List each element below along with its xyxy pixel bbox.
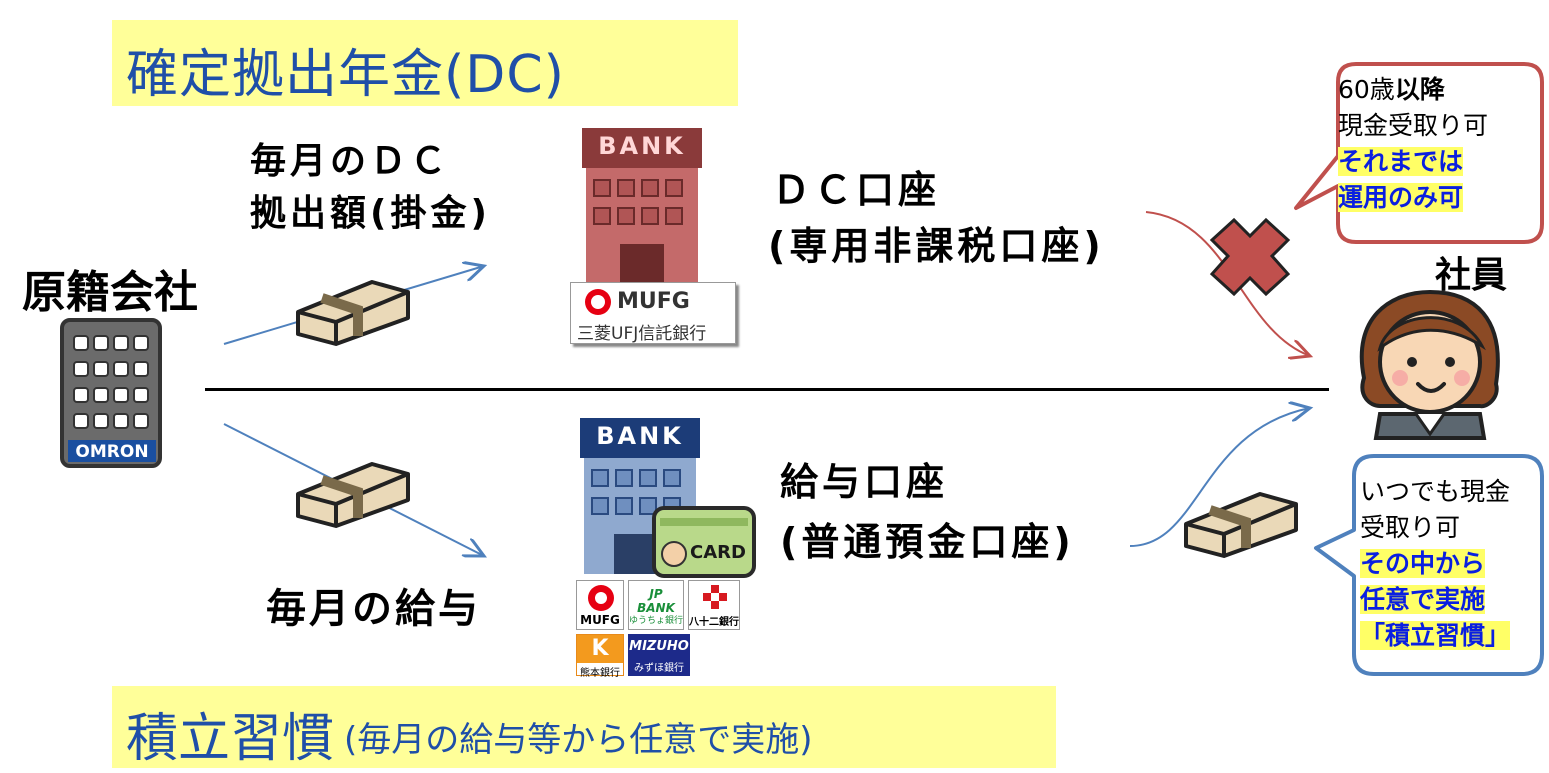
bank-logo-hachijuni: 八十二銀行 bbox=[688, 580, 740, 630]
bank-logo-mufg: MUFG bbox=[576, 580, 624, 630]
cash-card-icon bbox=[652, 506, 756, 578]
salary-callout-line1: いつでも現金 bbox=[1360, 477, 1511, 506]
dc-callout-age: 60歳 bbox=[1338, 75, 1395, 104]
salary-withdraw-arrow bbox=[1129, 408, 1310, 547]
blocked-cross-icon bbox=[1209, 217, 1291, 297]
bank-logo-mizuho: MIZUHO みずほ銀行 bbox=[628, 634, 690, 676]
dc-callout-line4: 運用のみ可 bbox=[1338, 183, 1464, 212]
savings-habit-subtitle: (毎月の給与等から任意で実施) bbox=[344, 720, 813, 760]
salary-label: 毎月の給与 bbox=[266, 586, 481, 632]
mufg-trust-subname: 三菱UFJ信託銀行 bbox=[577, 324, 707, 344]
money-bundle-icon bbox=[296, 462, 410, 528]
savings-habit-banner: 積立習慣 (毎月の給与等から任意で実施) bbox=[112, 686, 1056, 769]
salary-account-label: 給与口座 (普通預金口座) bbox=[780, 452, 1075, 572]
dc-bank-sign: BANK bbox=[598, 132, 686, 160]
dc-amount-label: 毎月のＤＣ 拠出額(掛金) bbox=[250, 136, 491, 240]
dc-amount-line2: 拠出額(掛金) bbox=[250, 193, 491, 234]
salary-bank-sign: BANK bbox=[596, 422, 684, 450]
dc-callout-after: 以降 bbox=[1394, 75, 1445, 104]
dc-callout-line3: それまでは bbox=[1338, 147, 1464, 176]
bank-logo-kumamoto: K 熊本銀行 bbox=[576, 634, 624, 679]
salary-account-line2: (普通預金口座) bbox=[780, 520, 1075, 564]
dc-bank-icon bbox=[582, 128, 702, 284]
money-bundle-icon bbox=[296, 280, 410, 346]
company-logo: OMRON bbox=[75, 442, 149, 462]
company-building-icon bbox=[60, 318, 162, 468]
salary-callout-line5: 「積立習慣」 bbox=[1360, 621, 1511, 650]
dc-amount-line1: 毎月のＤＣ bbox=[250, 141, 451, 182]
mufg-trust-name: MUFG bbox=[617, 289, 690, 314]
employee-label: 社員 bbox=[1435, 255, 1508, 296]
bank-logo-japan-post: JP BANK ゆうちょ銀行 bbox=[628, 580, 684, 630]
dc-account-line1: ＤＣ口座 bbox=[772, 168, 941, 212]
salary-callout-line3: その中から bbox=[1360, 549, 1486, 578]
dc-title-banner: 確定拠出年金(DC) bbox=[112, 20, 738, 106]
hachijuni-mark-icon bbox=[703, 585, 727, 609]
card-text: CARD bbox=[690, 542, 746, 563]
employee-avatar-icon bbox=[1359, 289, 1500, 440]
dc-callout-text: 60歳以降 現金受取り可 それまでは 運用のみ可 bbox=[1338, 72, 1488, 216]
salary-callout-line4: 任意で実施 bbox=[1360, 585, 1486, 614]
salary-callout-text: いつでも現金 受取り可 その中から 任意で実施 「積立習慣」 bbox=[1360, 474, 1511, 654]
mufg-mark-icon bbox=[585, 289, 611, 315]
dc-account-line2: (専用非課税口座) bbox=[768, 224, 1105, 268]
mufg-mark-icon bbox=[588, 585, 614, 611]
dc-account-label: ＤＣ口座 (専用非課税口座) bbox=[768, 162, 1105, 274]
dc-title: 確定拠出年金(DC) bbox=[126, 45, 565, 105]
money-bundle-icon bbox=[1184, 492, 1298, 558]
salary-callout-line2: 受取り可 bbox=[1360, 513, 1461, 542]
dc-callout-line2: 現金受取り可 bbox=[1338, 111, 1489, 140]
flow-divider bbox=[205, 388, 1329, 391]
salary-account-line1: 給与口座 bbox=[780, 460, 949, 504]
savings-habit-title: 積立習慣 bbox=[126, 709, 335, 769]
company-label: 原籍会社 bbox=[22, 267, 198, 318]
mufg-trust-logo: MUFG 三菱UFJ信託銀行 bbox=[570, 282, 736, 344]
